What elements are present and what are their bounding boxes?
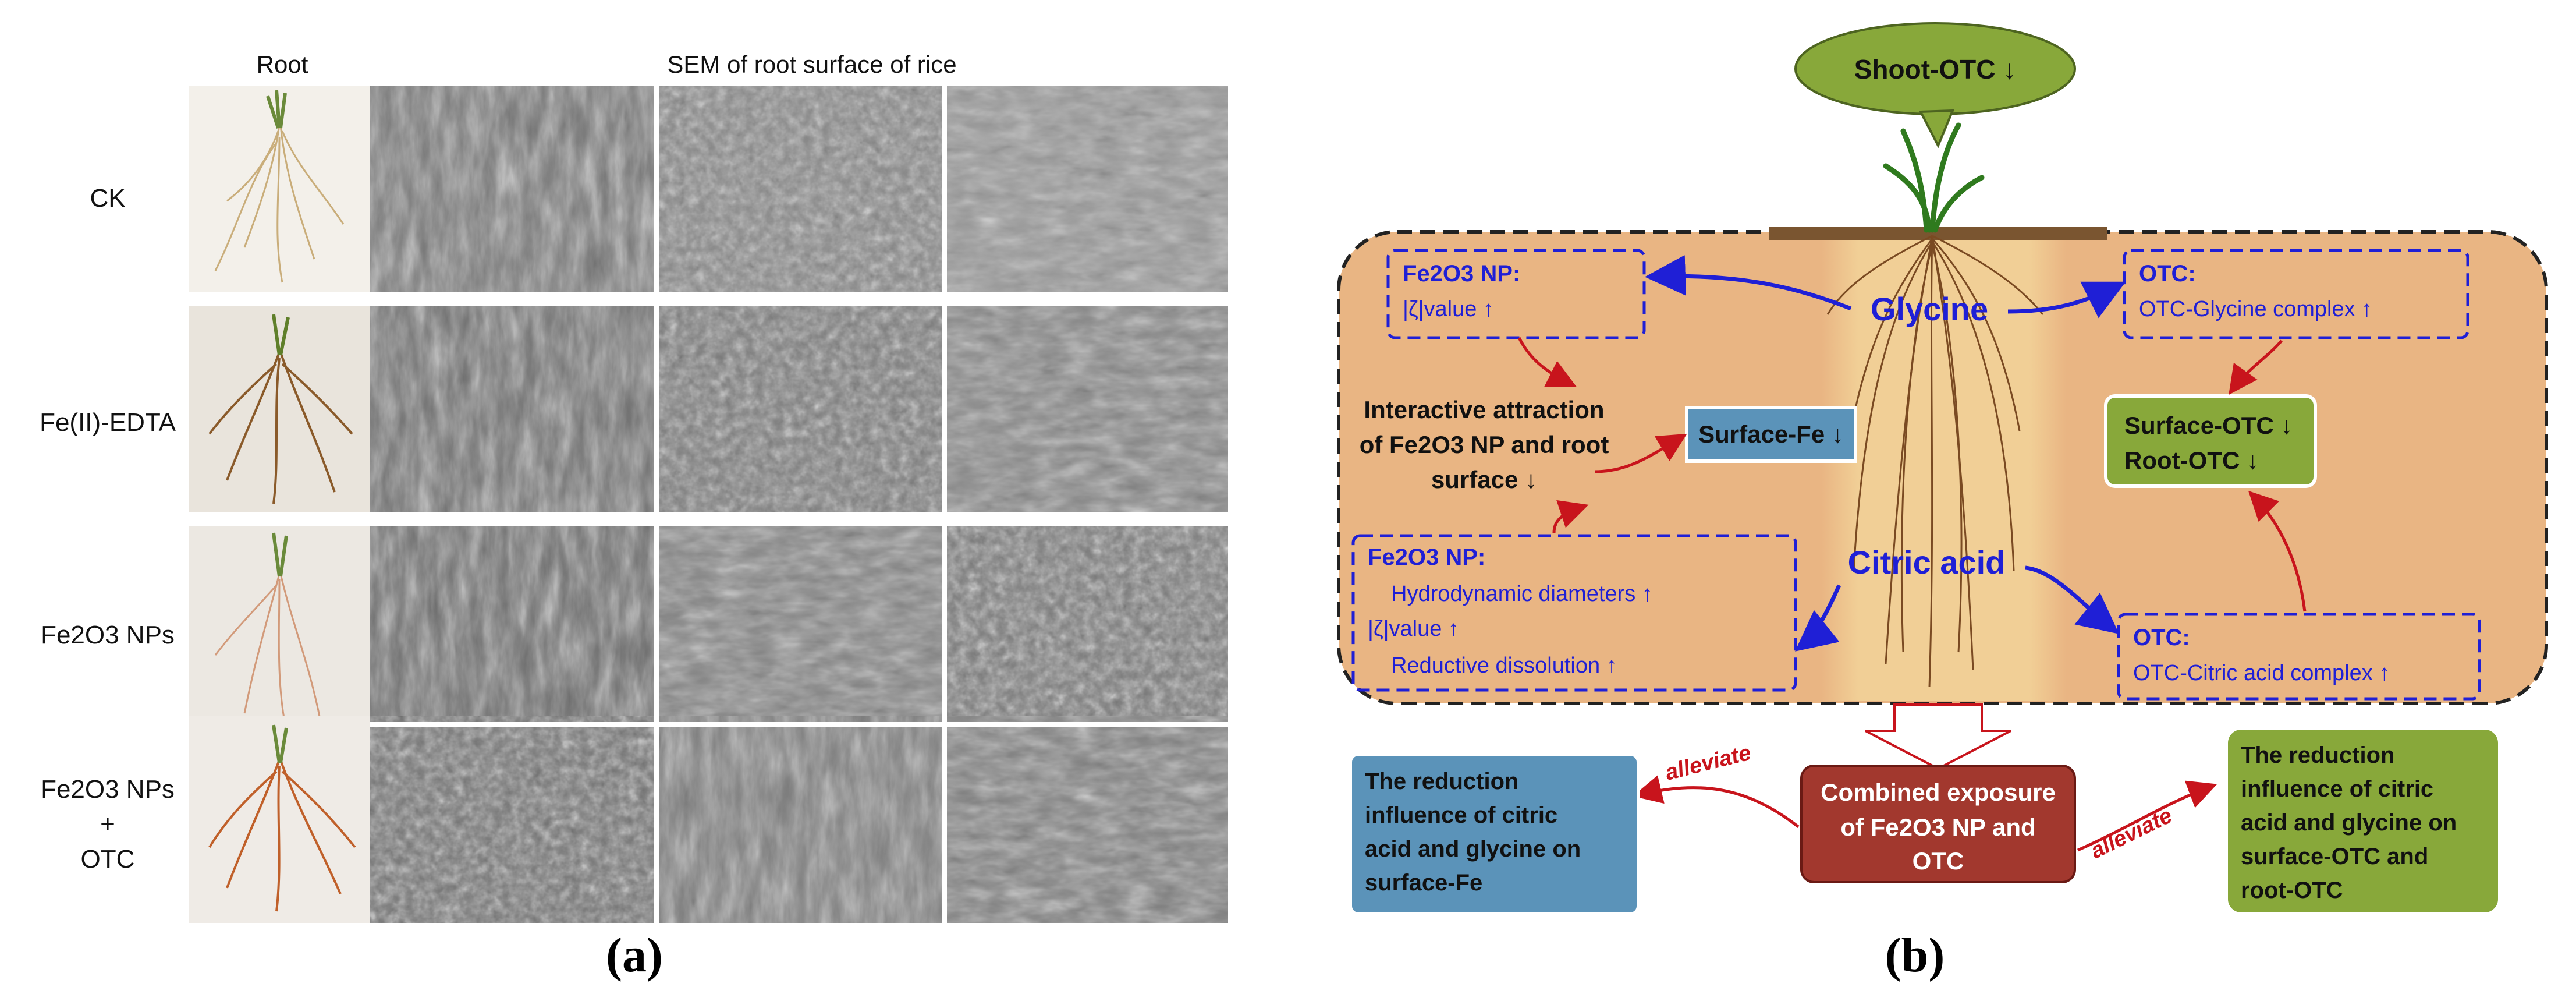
combined-line-3: OTC <box>1913 847 1964 875</box>
box-fe-bottom-line-2: |ζ|value ↑ <box>1368 617 1459 641</box>
sem-fe2o3-otc-1 <box>370 716 656 923</box>
box-fe-bottom <box>1351 534 1797 692</box>
interactive-line-3: surface ↓ <box>1431 466 1537 493</box>
row-label-fe2o3-otc-1: Fe2O3 NPs <box>41 775 175 804</box>
shoot-otc-label: Shoot-OTC ↓ <box>1854 54 2017 84</box>
result-left-line-1: The reduction <box>1365 769 1518 794</box>
caption-b: (b) <box>1885 928 1945 982</box>
arrow-citric-right <box>2025 565 2119 634</box>
box-otc-bottom <box>2117 613 2481 701</box>
combined-line-1: Combined exposure <box>1821 779 2056 806</box>
soil-surface <box>1769 227 2107 240</box>
arrow-otc-bottom-to-surface-otc <box>2248 490 2307 612</box>
arrow-alleviate-left <box>1633 775 1800 828</box>
box-otc-top-title: OTC: <box>2139 261 2196 286</box>
sem-fe-edta-1 <box>370 306 656 512</box>
result-right-line-3: acid and glycine on <box>2241 810 2457 836</box>
arrow-alleviate-right <box>2077 780 2217 852</box>
sem-ck-1 <box>370 86 656 292</box>
box-fe-bottom-line-1: Hydrodynamic diameters ↑ <box>1391 582 1653 606</box>
row-label-fe2o3: Fe2O3 NPs <box>41 621 175 649</box>
sem-ck-2 <box>658 86 944 292</box>
root-photo-fe2o3-otc <box>189 716 370 923</box>
root-photo-fe2o3 <box>189 526 370 733</box>
sem-fe2o3-otc-3 <box>946 716 1228 923</box>
result-right-line-2: influence of citric <box>2241 776 2433 802</box>
sem-fe-edta-3 <box>946 306 1228 512</box>
combined-exposure-box <box>1800 765 2076 883</box>
arrow-fe-bottom-to-interactive <box>1552 500 1589 533</box>
box-otc-bottom-line: OTC-Citric acid complex ↑ <box>2133 661 2390 685</box>
arrow-fe-top-to-interactive <box>1517 337 1577 387</box>
result-right-line-4: surface-OTC and <box>2241 844 2428 869</box>
root-otc-label: Root-OTC ↓ <box>2124 447 2259 474</box>
alleviate-right-label: alleviate <box>2087 804 2176 864</box>
arrow-interactive-to-surface-fe <box>1594 433 1687 473</box>
surface-root-otc-box <box>2104 394 2317 488</box>
arrow-glycine-right <box>2007 281 2126 319</box>
panel-b-diagram: Shoot-OTC ↓ Fe2O3 NP: |ζ|value ↑ OTC: OT… <box>1337 22 2548 916</box>
box-fe-top-title: Fe2O3 NP: <box>1403 261 1520 286</box>
sem-fe2o3-1 <box>370 526 656 733</box>
arrow-otc-top-to-surface-otc <box>2229 339 2283 395</box>
box-otc-top-line: OTC-Glycine complex ↑ <box>2139 297 2372 321</box>
interactive-line-2: of Fe2O3 NP and root <box>1360 431 1609 458</box>
header-sem: SEM of root surface of rice <box>667 51 956 78</box>
arrow-glycine-left <box>1645 255 1852 311</box>
row-label-fe2o3-otc-3: OTC <box>81 845 135 873</box>
root-photo-ck <box>189 86 370 292</box>
sem-fe2o3-2 <box>658 526 944 733</box>
surface-fe-label: Surface-Fe ↓ <box>1698 420 1844 448</box>
header-root: Root <box>257 51 308 78</box>
box-fe-top-line: |ζ|value ↑ <box>1403 297 1494 321</box>
result-right-box <box>2224 726 2502 916</box>
result-left-box <box>1349 752 1640 916</box>
result-left-line-3: acid and glycine on <box>1365 836 1581 862</box>
surface-otc-label: Surface-OTC ↓ <box>2124 412 2293 439</box>
sem-fe-edta-2 <box>658 306 944 512</box>
result-right-line-1: The reduction <box>2241 742 2394 768</box>
caption-a: (a) <box>606 928 663 982</box>
box-fe-bottom-line-3: Reductive dissolution ↑ <box>1391 653 1617 678</box>
shoot-otc-bubble: Shoot-OTC ↓ <box>1794 22 2076 148</box>
panel-a-figure: Root SEM of root surface of rice CK Fe(I… <box>40 51 1228 923</box>
sem-fe2o3-3 <box>946 526 1228 733</box>
citric-acid-label: Citric acid <box>1848 544 2006 581</box>
root-photo-fe-edta <box>189 306 370 512</box>
row-label-ck: CK <box>90 184 125 213</box>
arrow-citric-left <box>1795 584 1841 652</box>
rice-leaves <box>1883 122 1985 233</box>
surface-fe-box <box>1685 406 1857 463</box>
row-label-fe2o3-otc-2: + <box>100 810 115 839</box>
alleviate-left-label: alleviate <box>1663 741 1754 786</box>
combined-down-arrow <box>1865 703 2011 770</box>
row-label-fe-edta: Fe(II)-EDTA <box>40 408 176 437</box>
result-left-line-4: surface-Fe <box>1365 870 1482 896</box>
combined-line-2: of Fe2O3 NP and <box>1840 813 2035 841</box>
box-otc-bottom-title: OTC: <box>2133 625 2190 650</box>
glycine-label: Glycine <box>1871 291 1988 327</box>
sem-ck-3 <box>946 86 1228 292</box>
box-fe-top <box>1386 249 1646 339</box>
sem-fe2o3-otc-2 <box>658 716 944 923</box>
interactive-line-1: Interactive attraction <box>1364 396 1604 423</box>
result-right-line-5: root-OTC <box>2241 878 2343 903</box>
box-fe-bottom-title: Fe2O3 NP: <box>1368 544 1485 570</box>
result-left-line-2: influence of citric <box>1365 802 1557 828</box>
rice-roots <box>1826 235 2044 688</box>
